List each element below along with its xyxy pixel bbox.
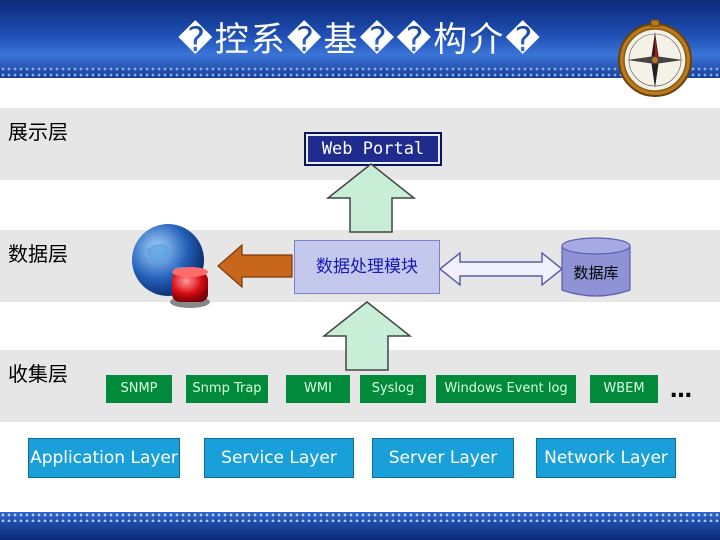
protocol-windows-event-log: Windows Event log [436,375,576,403]
presentation-layer-label: 展示层 [8,120,68,144]
up-arrow-to-processing [321,301,413,371]
left-arrow-to-globe [217,243,293,289]
protocol-wmi: WMI [286,375,350,403]
header-banner [0,0,720,78]
footer-dot-strip [0,512,720,522]
database-label: 数据库 [573,264,619,282]
protocol-syslog: Syslog [360,375,426,403]
header-dot-strip [0,66,720,78]
data-layer-label: 数据层 [8,242,68,266]
data-processing-box: 数据处理模块 [294,240,440,294]
up-arrow-to-portal [325,163,417,233]
web-portal-box: Web Portal [304,132,442,166]
collection-layer-label: 收集层 [8,362,68,386]
slide-title: �控系�基��构介� [177,20,543,60]
protocol-snmp: SNMP [106,375,172,403]
service-layer-box: Service Layer [204,438,354,478]
application-layer-box: Application Layer [28,438,180,478]
compass-icon [618,19,692,97]
database-cylinder [561,237,631,297]
network-layer-box: Network Layer [536,438,676,478]
protocol-snmp-trap: Snmp Trap [186,375,268,403]
server-layer-box: Server Layer [372,438,514,478]
more-protocols-ellipsis: … [670,378,693,403]
globe-alarm-icon [132,224,210,308]
double-arrow-to-database [438,251,564,287]
protocol-wbem: WBEM [590,375,658,403]
